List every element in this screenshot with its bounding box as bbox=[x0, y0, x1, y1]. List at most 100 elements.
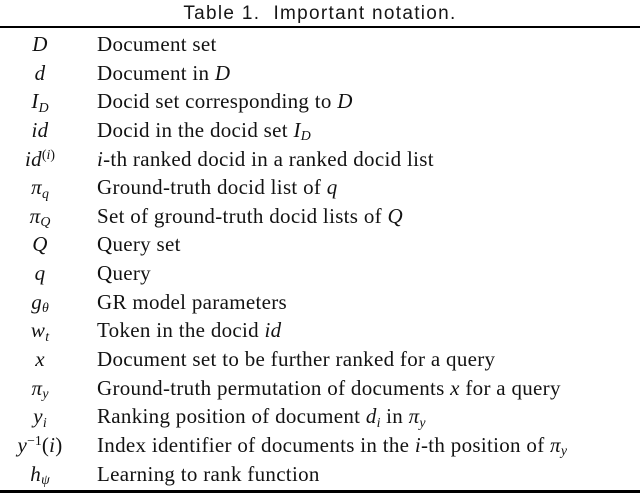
text-segment: D bbox=[300, 128, 311, 144]
symbol-cell: id(i) bbox=[0, 145, 80, 174]
table-row: id Docid in the docid set ID bbox=[0, 116, 640, 145]
text-segment: g bbox=[31, 289, 42, 314]
table-row: y−1(i)Index identifier of documents in t… bbox=[0, 431, 640, 460]
text-segment: Document set to be further ranked for a … bbox=[97, 347, 496, 372]
text-segment: I bbox=[293, 117, 301, 142]
symbol-cell: hψ bbox=[0, 460, 80, 489]
text-segment: for a query bbox=[459, 375, 561, 400]
text-segment: -th ranked docid in a ranked docid list bbox=[103, 146, 434, 171]
description-cell: Query bbox=[80, 259, 640, 288]
text-segment: Learning to rank function bbox=[97, 461, 320, 486]
description-cell: Index identifier of documents in the i-t… bbox=[80, 431, 640, 460]
symbol-cell: wt bbox=[0, 316, 80, 345]
text-segment: Ranking position of document bbox=[97, 404, 366, 429]
description-cell: Document set to be further ranked for a … bbox=[80, 345, 640, 374]
table-row: gθ GR model parameters bbox=[0, 288, 640, 317]
table-row: id(i)i-th ranked docid in a ranked docid… bbox=[0, 145, 640, 174]
symbol-cell: gθ bbox=[0, 288, 80, 317]
text-segment: π bbox=[29, 203, 41, 228]
description-cell: Token in the docid id bbox=[80, 316, 640, 345]
text-segment: y bbox=[560, 443, 568, 459]
text-segment: id bbox=[264, 318, 282, 343]
description-cell: Document set bbox=[80, 30, 640, 59]
description-cell: Learning to rank function bbox=[80, 460, 640, 489]
text-segment: y bbox=[419, 414, 426, 430]
text-segment: I bbox=[31, 89, 39, 114]
text-segment: q bbox=[34, 261, 46, 286]
symbol-cell: d bbox=[0, 59, 80, 88]
text-segment: D bbox=[337, 89, 353, 114]
symbol-cell: yi bbox=[0, 402, 80, 431]
text-segment: i bbox=[97, 146, 104, 171]
table-row: x Document set to be further ranked for a… bbox=[0, 345, 640, 374]
text-segment: ( bbox=[41, 146, 47, 162]
text-segment: i bbox=[42, 414, 47, 430]
text-segment: Ground-truth permutation of documents bbox=[97, 375, 451, 400]
text-segment: ) bbox=[50, 146, 56, 162]
text-segment: q bbox=[41, 185, 49, 201]
text-segment: Ground-truth docid list of bbox=[97, 175, 327, 200]
text-segment: id bbox=[31, 117, 49, 142]
text-segment: GR model parameters bbox=[97, 289, 287, 314]
text-segment: d bbox=[365, 404, 377, 429]
table-top-rule bbox=[0, 26, 640, 29]
symbol-cell: πy bbox=[0, 374, 80, 403]
text-segment: x bbox=[35, 347, 45, 372]
description-cell: Ground-truth permutation of documents x … bbox=[80, 374, 640, 403]
text-segment: Index identifier of documents in the bbox=[97, 432, 415, 457]
text-segment: D bbox=[32, 32, 48, 56]
symbol-cell: ID bbox=[0, 87, 80, 116]
description-cell: Set of ground-truth docid lists of Q bbox=[80, 202, 640, 231]
text-segment: t bbox=[45, 328, 50, 344]
text-segment: Docid set corresponding to bbox=[97, 89, 338, 114]
text-segment: π bbox=[550, 432, 561, 457]
text-segment: π bbox=[408, 404, 420, 429]
text-segment: −1 bbox=[27, 433, 42, 449]
text-segment: i bbox=[414, 432, 421, 457]
description-cell: Docid set corresponding to D bbox=[80, 87, 640, 116]
text-segment: Query set bbox=[97, 232, 181, 257]
symbol-cell: id bbox=[0, 116, 80, 145]
description-cell: GR model parameters bbox=[80, 288, 640, 317]
table-bottom-rule bbox=[0, 490, 640, 493]
symbol-cell: q bbox=[0, 259, 80, 288]
text-segment: Query bbox=[97, 261, 151, 286]
description-cell: Query set bbox=[80, 230, 640, 259]
text-segment: -th position of bbox=[421, 432, 551, 457]
text-segment: i bbox=[49, 432, 56, 457]
text-segment: id bbox=[24, 146, 42, 171]
text-segment: h bbox=[30, 461, 42, 486]
text-segment: y bbox=[42, 386, 49, 401]
text-segment: π bbox=[31, 375, 43, 400]
description-cell: Ground-truth docid list of q bbox=[80, 173, 640, 202]
text-segment: ( bbox=[41, 432, 50, 457]
symbol-cell: D bbox=[0, 30, 80, 59]
symbol-cell: y−1(i) bbox=[0, 431, 80, 460]
symbol-cell: πq bbox=[0, 173, 80, 202]
text-segment: π bbox=[31, 175, 42, 200]
symbol-cell: πQ bbox=[0, 202, 80, 231]
text-segment: Document in bbox=[97, 60, 215, 85]
text-segment: i bbox=[376, 414, 381, 430]
description-cell: Ranking position of document di in πy bbox=[80, 402, 640, 431]
text-segment: D bbox=[38, 99, 49, 115]
table-row: D Document set bbox=[0, 30, 640, 59]
text-segment: Q bbox=[387, 203, 403, 228]
description-cell: Docid in the docid set ID bbox=[80, 116, 640, 145]
table-caption: Table 1. Important notation. bbox=[183, 3, 457, 24]
text-segment: θ bbox=[42, 300, 49, 316]
text-segment: ) bbox=[55, 432, 63, 457]
text-segment: Document set bbox=[97, 32, 217, 56]
description-cell: i-th ranked docid in a ranked docid list bbox=[80, 145, 640, 174]
table-row: hψ Learning to rank function bbox=[0, 460, 640, 489]
text-segment: Token in the docid bbox=[97, 318, 265, 343]
